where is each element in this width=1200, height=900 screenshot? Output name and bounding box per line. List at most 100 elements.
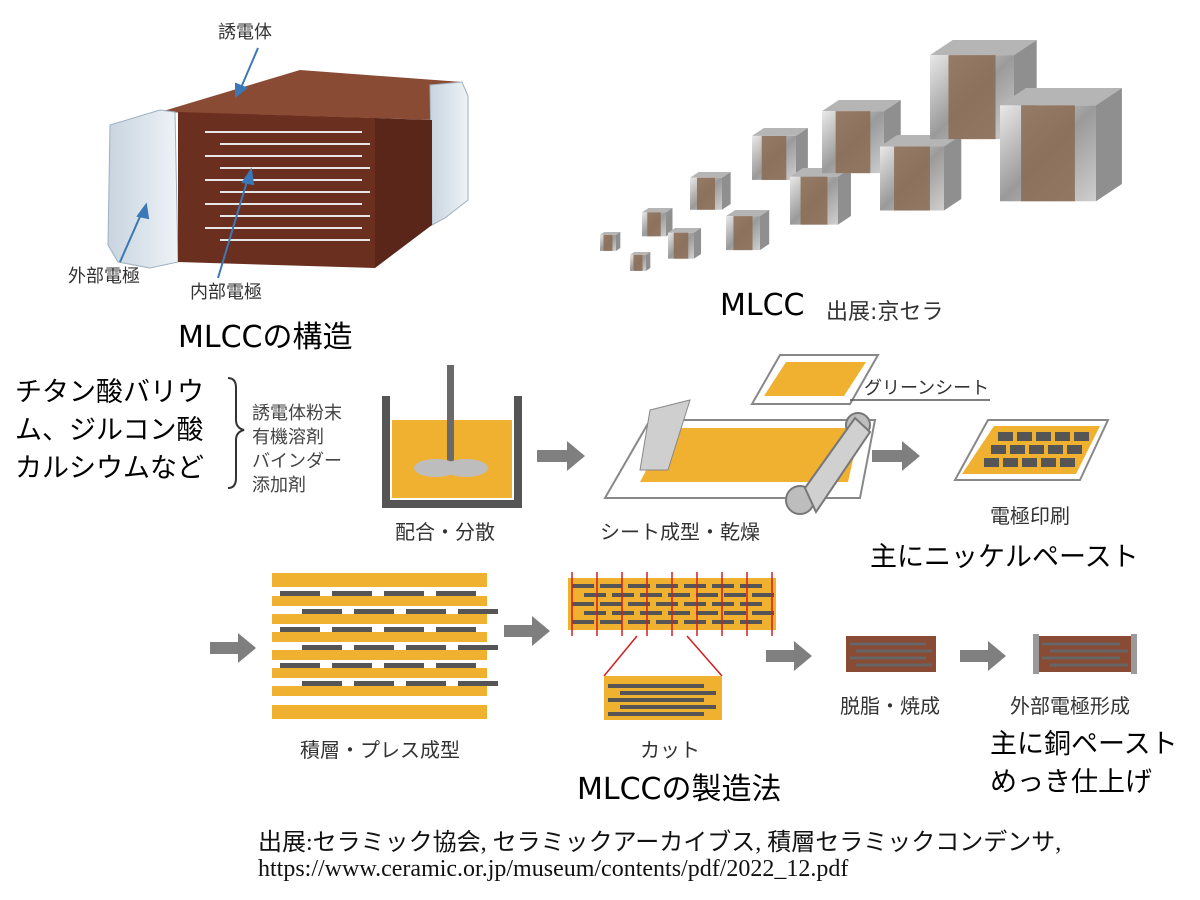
zoom-line [686, 635, 723, 677]
printed-electrode [1036, 432, 1051, 441]
arrow-fire-to-term [960, 641, 1006, 671]
electrode-segment [628, 602, 650, 606]
arrow-to-lamination [210, 633, 256, 663]
left-end-cap [107, 109, 179, 269]
chip-top [726, 210, 770, 217]
cover-layer [272, 705, 487, 719]
electrode-segment [608, 712, 704, 716]
electrode-segment [302, 645, 342, 650]
chip-side [838, 168, 851, 225]
printed-electrode [984, 458, 999, 467]
step-external-electrode: 外部電極形成 [1010, 694, 1130, 718]
chip-body [733, 216, 753, 251]
chip-side [944, 135, 962, 211]
right-end-cap [429, 81, 469, 226]
printed-electrode [1010, 445, 1025, 454]
chip-top [1000, 88, 1122, 106]
zoom-line [603, 635, 638, 677]
chip-top [668, 228, 702, 233]
pointer-arrows [119, 47, 259, 279]
material-item: 誘電体粉末 [252, 403, 342, 424]
electrode-segment [458, 681, 498, 686]
electrode-segment [332, 591, 372, 596]
note-copper-line: めっき仕上げ [990, 767, 1152, 798]
chip-body [633, 254, 643, 271]
electrode-segment [668, 593, 690, 597]
dielectric-layer [272, 596, 487, 606]
printed-electrode [991, 445, 1006, 454]
electrode-segment [280, 627, 320, 632]
materials-list: 誘電体粉末 有機溶剤 バインダー 添加剤 [252, 402, 342, 498]
internal-electrode-lines [205, 131, 370, 241]
sheet-forming-machine [603, 399, 877, 515]
electrode-segment [384, 591, 424, 596]
mixing-tank [382, 365, 522, 508]
label-internal-electrode: 内部電極 [190, 282, 262, 303]
printed-electrode [1074, 432, 1089, 441]
cutting-block [568, 572, 776, 720]
electrode-segment [384, 663, 424, 668]
structure-caption: MLCCの構造 [178, 320, 353, 355]
electrode-segment [436, 627, 476, 632]
electrode-segment [712, 602, 734, 606]
chip-body [647, 212, 661, 237]
electrode-segment [724, 593, 746, 597]
dielectric-layer [272, 668, 487, 678]
mlcc-chip [822, 100, 901, 174]
note-nickel-paste: 主にニッケルペースト [870, 542, 1139, 573]
electrode-segment [684, 602, 706, 606]
arrow-sheet-to-print [872, 441, 920, 471]
chip-side [796, 128, 808, 180]
electrode-segment [302, 681, 342, 686]
electrode-segment [656, 620, 678, 624]
chip-body [948, 55, 996, 140]
electrode-segment [354, 645, 394, 650]
mlcc-chip [630, 252, 651, 271]
electrode-segment [572, 602, 594, 606]
chip-body [603, 234, 613, 251]
powder-note: チタン酸バリウ ム、ジルコン酸 カルシウムなど [15, 374, 204, 488]
electrode-segment [740, 620, 762, 624]
electrode-segment [612, 611, 634, 615]
printed-electrode [1067, 445, 1082, 454]
step-sheet-forming: シート成型・乾燥 [600, 520, 760, 544]
arrow-mix-to-sheet [537, 441, 585, 471]
electrode-segment [384, 627, 424, 632]
printed-electrode [1041, 458, 1056, 467]
process-caption: MLCCの製造法 [577, 772, 782, 807]
mlcc-chip [600, 232, 621, 251]
chip-body [894, 146, 930, 211]
electrode-segment [628, 584, 650, 588]
chip-top [752, 128, 808, 136]
mlcc-chip [752, 128, 808, 180]
electrode-segment [584, 593, 606, 597]
mlcc-chip [668, 228, 702, 259]
chip-top [630, 252, 651, 255]
mlcc-chip [880, 135, 962, 211]
step-cutting: カット [640, 738, 700, 762]
electrode-segment [640, 611, 662, 615]
chip-side [1096, 88, 1122, 202]
dielectric-layer [272, 632, 487, 642]
electrode-segment [354, 609, 394, 614]
material-item: 有機溶剤 [252, 427, 324, 448]
fired-chip [846, 636, 936, 672]
electrode-segment [620, 705, 716, 709]
dielectric-layer [272, 650, 487, 660]
dielectric-front-face [178, 112, 375, 268]
source-url: https://www.ceramic.or.jp/museum/content… [258, 856, 849, 882]
step-debinding-firing: 脱脂・焼成 [840, 694, 940, 718]
note-copper: 主に銅ペースト めっき仕上げ [990, 726, 1178, 802]
electrode-segment [656, 602, 678, 606]
electrode-segment [406, 681, 446, 686]
printed-electrode [1003, 458, 1018, 467]
electrode-segment [752, 611, 774, 615]
electrode-segment [668, 611, 690, 615]
material-item: 添加剤 [252, 475, 306, 496]
chip-top [930, 40, 1037, 56]
electrode-segment [280, 591, 320, 596]
electrode-segment [608, 698, 704, 702]
electrode-segment [712, 620, 734, 624]
chip-side [760, 210, 770, 251]
